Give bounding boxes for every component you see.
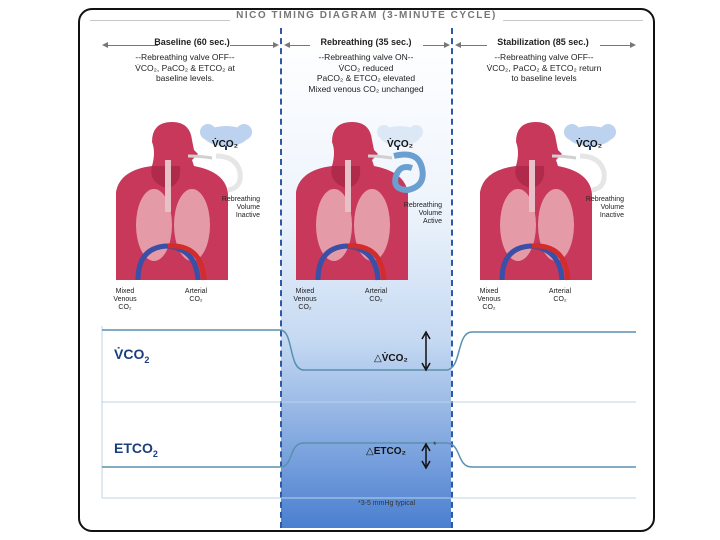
vco2-trace [102,330,636,370]
etco2-trace-label: ETCO2 [114,440,158,459]
vco2-trace-label: V̇CO2 [114,346,149,365]
footnote: *3-5 mmHg typical [358,500,415,507]
delta-etco2-label: △ETCO₂ [366,446,406,457]
footnote-marker: * [433,440,437,450]
delta-vco2-label: △V̇CO₂ [374,353,408,364]
diagram-frame: NICO TIMING DIAGRAM (3-MINUTE CYCLE) Bas… [78,8,655,532]
